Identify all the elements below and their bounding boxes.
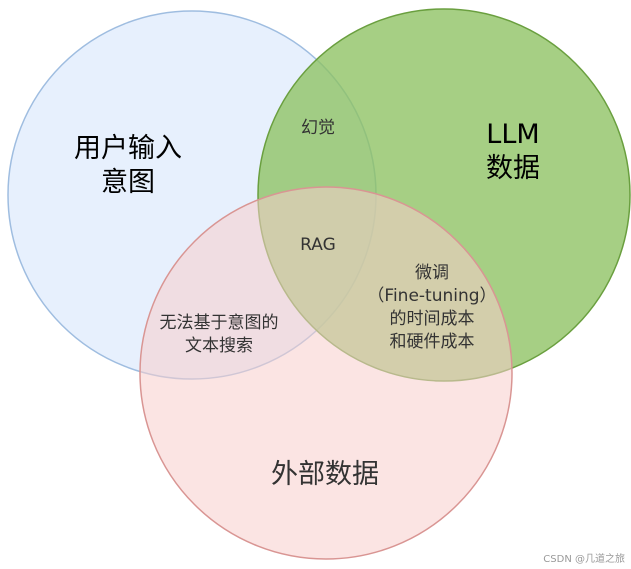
fine-tuning-label: 微调 （Fine-tuning） 的时间成本 和硬件成本 <box>357 262 507 354</box>
external-data-circle <box>139 186 513 560</box>
fine-tuning-line-2: （Fine-tuning） <box>367 286 497 306</box>
llm-data-label: LLM 数据 <box>468 118 558 186</box>
fine-tuning-line-4: 和硬件成本 <box>389 332 475 352</box>
no-semantic-search-line-1: 无法基于意图的 <box>159 313 279 333</box>
hallucination-label: 幻觉 <box>301 118 335 138</box>
rag-label: RAG <box>300 235 336 255</box>
fine-tuning-line-1: 微调 <box>415 263 449 283</box>
user-intent-label-line-1: 用户输入 <box>74 133 182 164</box>
llm-data-label-line-1: LLM <box>486 119 540 150</box>
external-data-label: 外部数据 <box>271 459 379 490</box>
no-semantic-search-label: 无法基于意图的 文本搜索 <box>144 312 294 358</box>
no-semantic-search-line-2: 文本搜索 <box>185 336 253 356</box>
fine-tuning-line-3: 的时间成本 <box>389 309 475 329</box>
user-intent-label: 用户输入 意图 <box>58 132 198 200</box>
csdn-watermark: CSDN @几道之旅 <box>543 554 625 565</box>
llm-data-label-line-2: 数据 <box>486 153 540 184</box>
user-intent-label-line-2: 意图 <box>101 167 155 198</box>
